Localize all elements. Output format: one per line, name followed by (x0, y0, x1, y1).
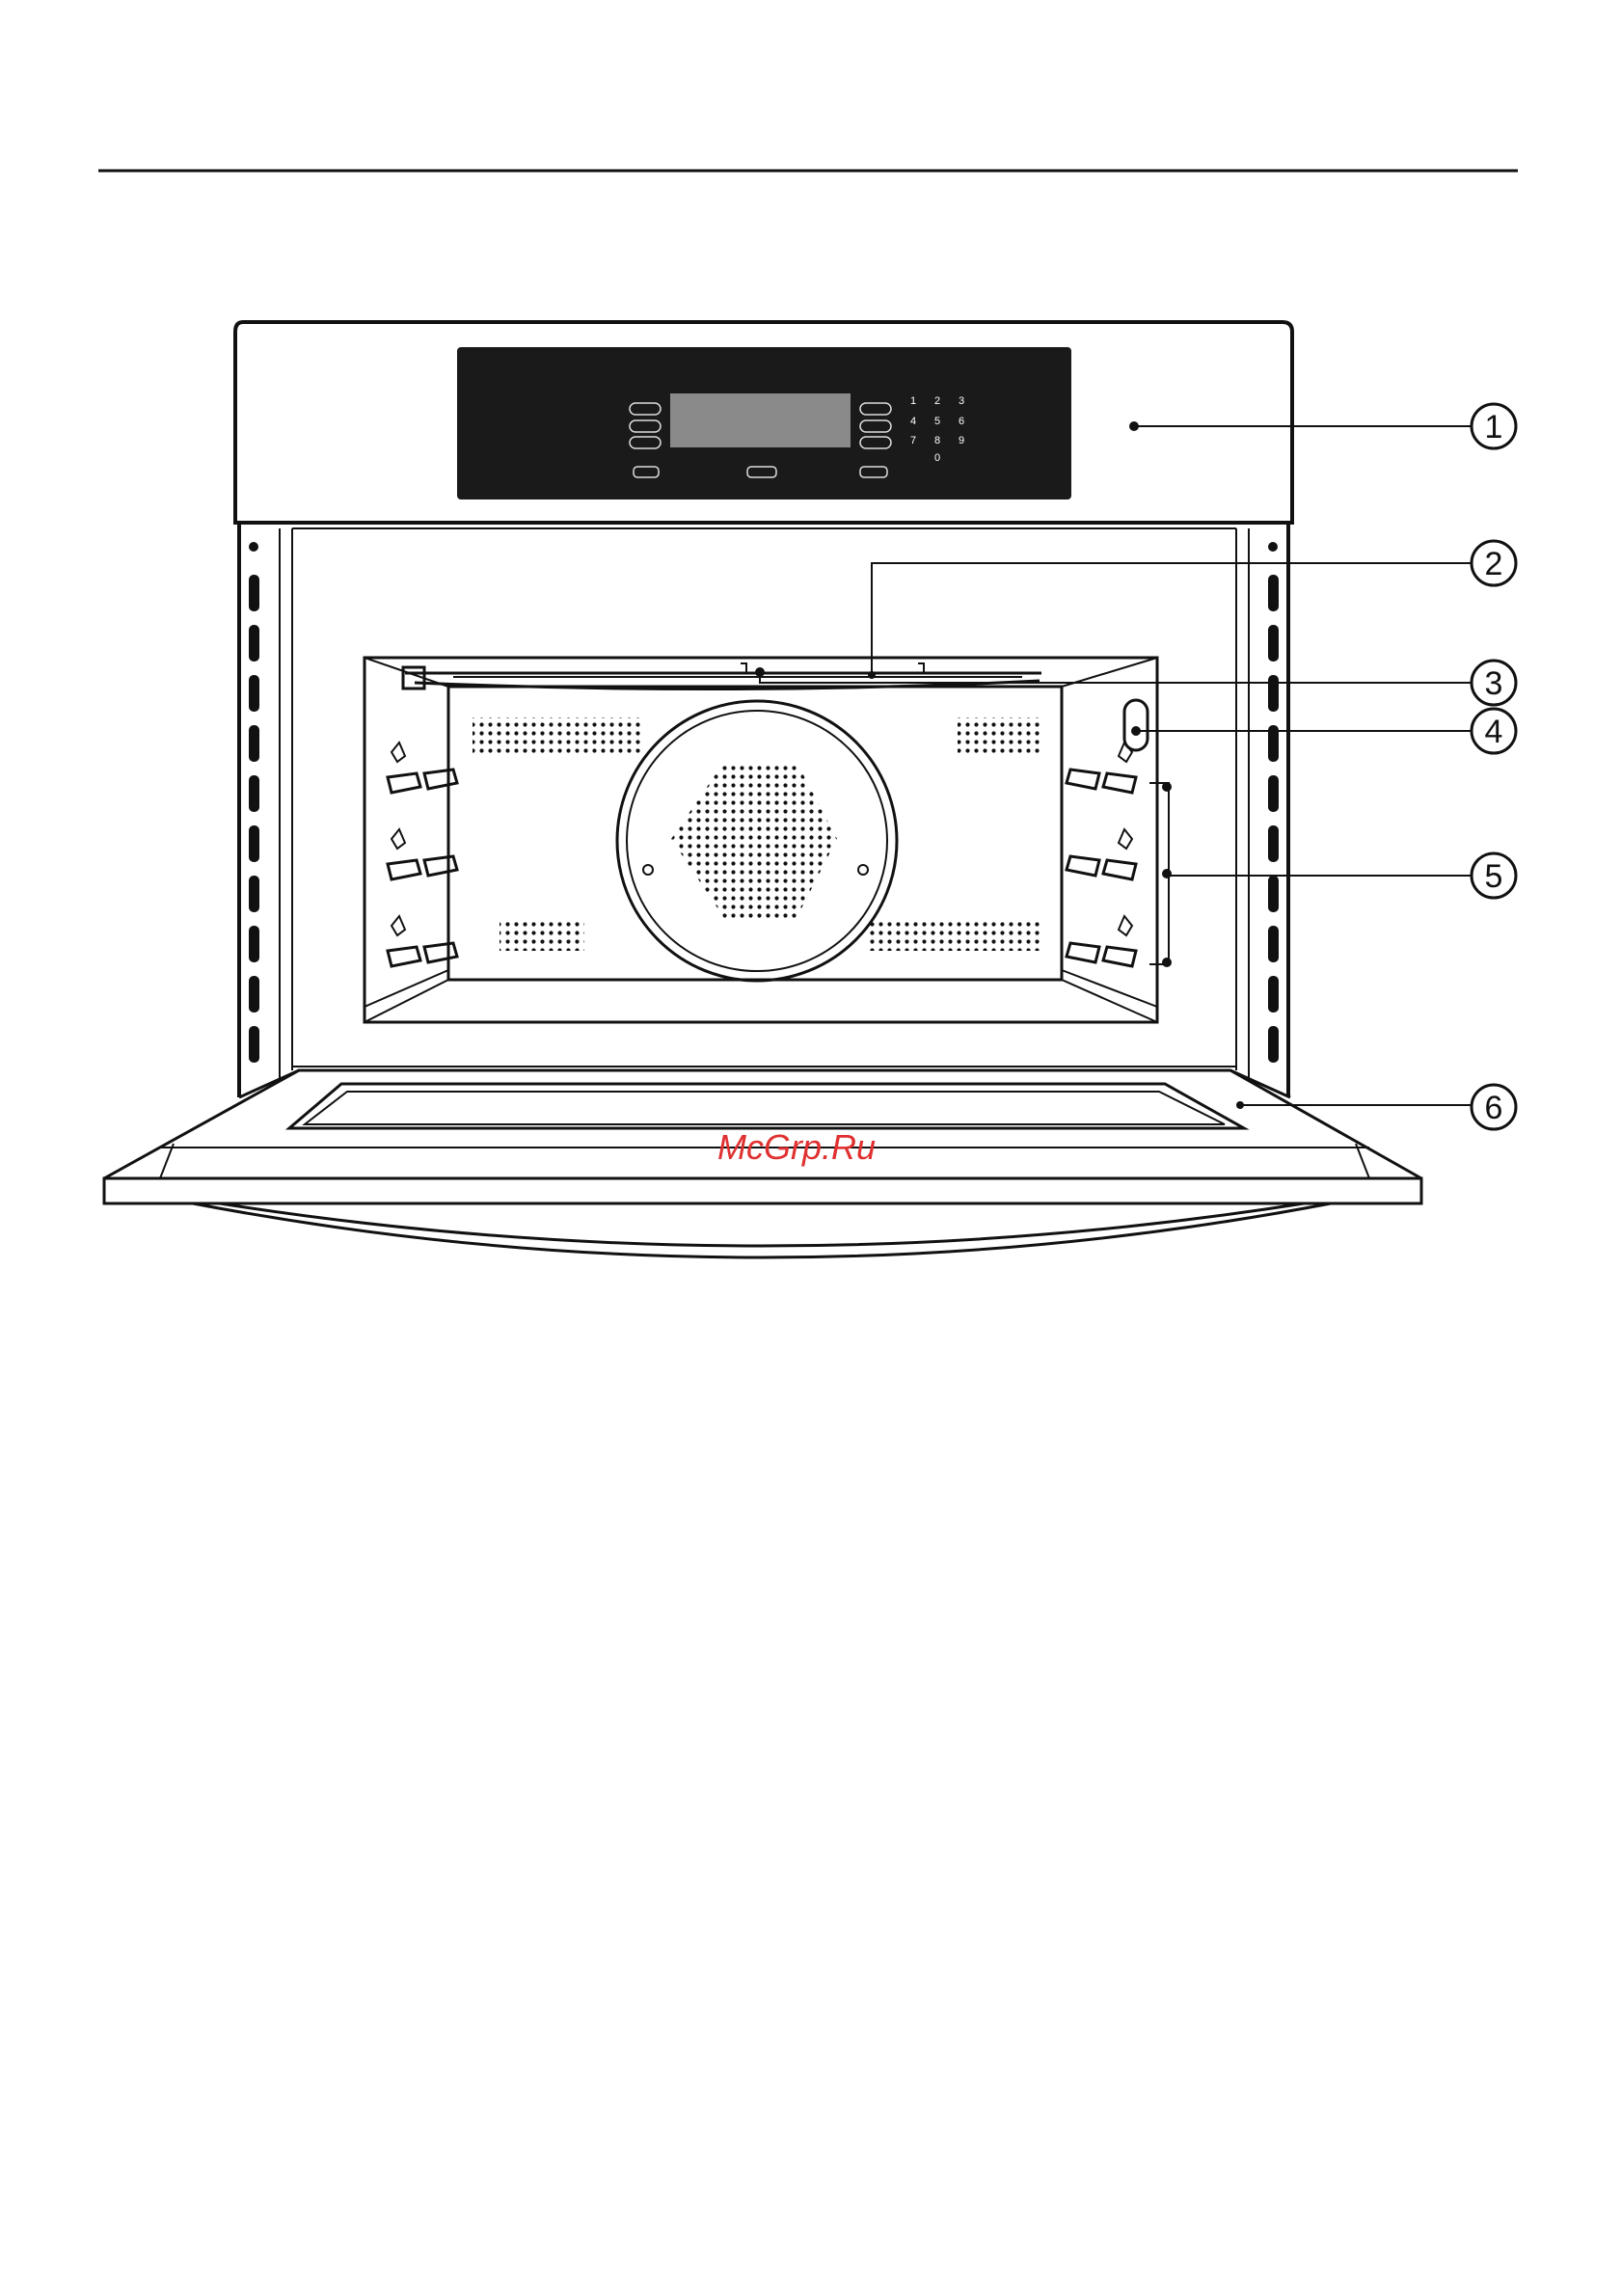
watermark: McGrp.Ru (717, 1127, 876, 1167)
fan-cover (617, 701, 897, 981)
frame-slot (249, 725, 259, 762)
frame-slot (249, 675, 259, 712)
frame-slot (249, 876, 259, 912)
keypad-key[interactable]: 1 (910, 395, 916, 407)
callout-5: 5 (1162, 782, 1516, 967)
frame-slot (1268, 675, 1279, 712)
shelf-runner (424, 856, 457, 876)
shelf-runners-right (1067, 743, 1136, 966)
frame-slot (1268, 825, 1279, 862)
shelf-runner (424, 943, 457, 962)
vent-grille (870, 920, 1043, 951)
runner-tab (1119, 829, 1132, 849)
shelf-runner (1103, 860, 1136, 879)
shelf-runner (1067, 943, 1099, 962)
keypad-key[interactable]: 8 (934, 435, 940, 446)
shelf-runner (1067, 856, 1099, 876)
frame-slot (249, 775, 259, 812)
frame-slot (249, 625, 259, 662)
callout-number: 6 (1485, 1090, 1503, 1126)
callout-number: 5 (1485, 858, 1503, 895)
frame-slot (1268, 775, 1279, 812)
vent-grille (500, 920, 584, 951)
runner-tab (392, 916, 405, 935)
callout-number: 1 (1485, 409, 1503, 446)
keypad-key[interactable]: 9 (959, 435, 964, 446)
callout-number: 2 (1485, 546, 1503, 582)
shelf-runner (388, 860, 420, 879)
callout-3: 3 (755, 661, 1516, 705)
frame-slot (1268, 876, 1279, 912)
shelf-runner (1103, 947, 1136, 966)
shelf-runner (388, 773, 420, 793)
keypad-key[interactable]: 7 (910, 435, 916, 446)
frame-slot (249, 1026, 259, 1063)
callout-number: 4 (1485, 714, 1503, 750)
callout-4: 4 (1131, 709, 1516, 753)
frame-slot (1268, 575, 1279, 611)
runner-tab (392, 829, 405, 849)
keypad-key[interactable]: 4 (910, 416, 916, 427)
vent-grille (958, 717, 1042, 756)
shelf-runners-left (388, 743, 457, 966)
frame-slot (1268, 926, 1279, 962)
frame-slot (249, 976, 259, 1013)
frame-slot (249, 575, 259, 611)
frame-screw (1268, 542, 1278, 552)
shelf-runner (1067, 770, 1099, 789)
keypad-key[interactable]: 0 (934, 452, 940, 464)
runner-tab (1119, 916, 1132, 935)
keypad-key[interactable]: 6 (959, 416, 964, 427)
frame-slots-right (1268, 542, 1279, 1063)
frame-slots-left (249, 542, 259, 1063)
frame-slot (249, 926, 259, 962)
shelf-runner (388, 947, 420, 966)
frame-screw (249, 542, 258, 552)
callout-number: 3 (1485, 665, 1503, 702)
keypad-key[interactable]: 2 (934, 395, 940, 407)
frame-slot (249, 825, 259, 862)
shelf-runner (1103, 773, 1136, 793)
frame-slot (1268, 976, 1279, 1013)
keypad-key[interactable]: 3 (959, 395, 964, 407)
display-screen (670, 393, 851, 447)
runner-tab (392, 743, 405, 762)
vent-grille (473, 717, 644, 756)
callout-1: 1 (1129, 404, 1516, 448)
frame-slot (1268, 625, 1279, 662)
keypad-key[interactable]: 5 (934, 416, 940, 427)
frame-slot (1268, 1026, 1279, 1063)
oven-lamp (1124, 700, 1148, 750)
shelf-runner (424, 770, 457, 789)
